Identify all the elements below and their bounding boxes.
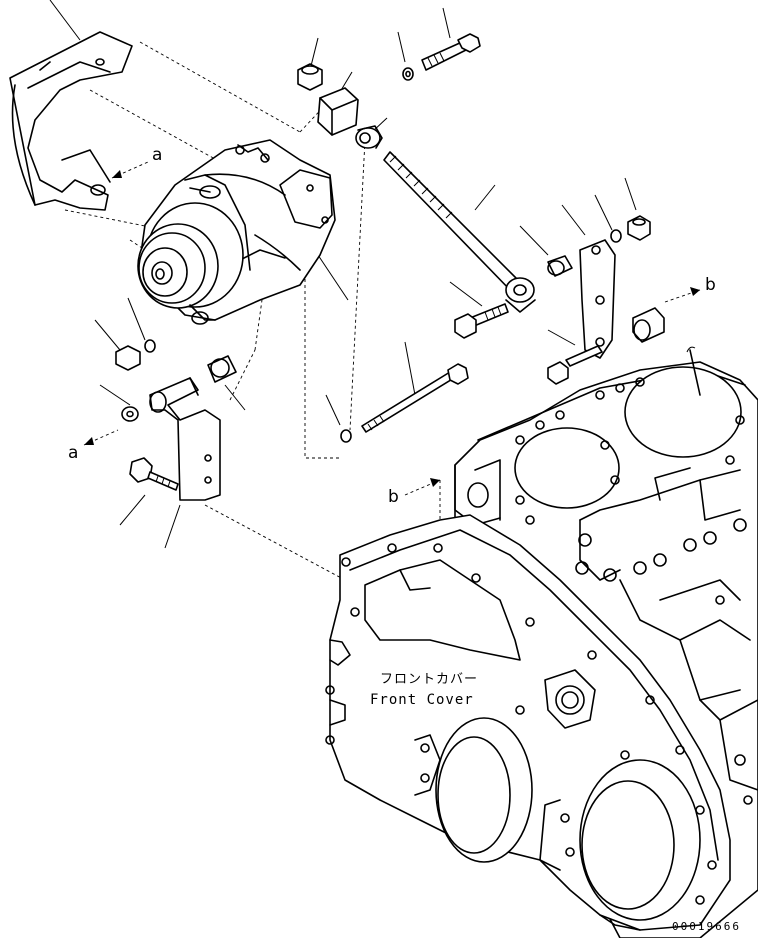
- alternator: [137, 139, 336, 325]
- callout-arrows: [83, 161, 701, 496]
- left-bracket: [115, 339, 237, 501]
- callout-b-lower: b: [388, 487, 399, 507]
- top-hardware: [297, 33, 481, 149]
- callout-a-lower: a: [68, 443, 78, 463]
- callout-a-upper: a: [152, 145, 162, 165]
- drawing-code: 00019666: [672, 920, 741, 933]
- leader-lines: [49, 0, 637, 549]
- front-cover-label-en: Front Cover: [370, 692, 474, 708]
- adjusting-rod: [383, 151, 536, 313]
- front-cover-label-jp: フロントカバー: [380, 672, 478, 687]
- right-bracket: [454, 215, 665, 385]
- callout-b-right: b: [705, 275, 716, 295]
- front-cover: [325, 514, 731, 931]
- long-bolt: [340, 363, 469, 443]
- alternator-cover: [9, 31, 133, 211]
- assembly-dashed-lines: [64, 41, 441, 581]
